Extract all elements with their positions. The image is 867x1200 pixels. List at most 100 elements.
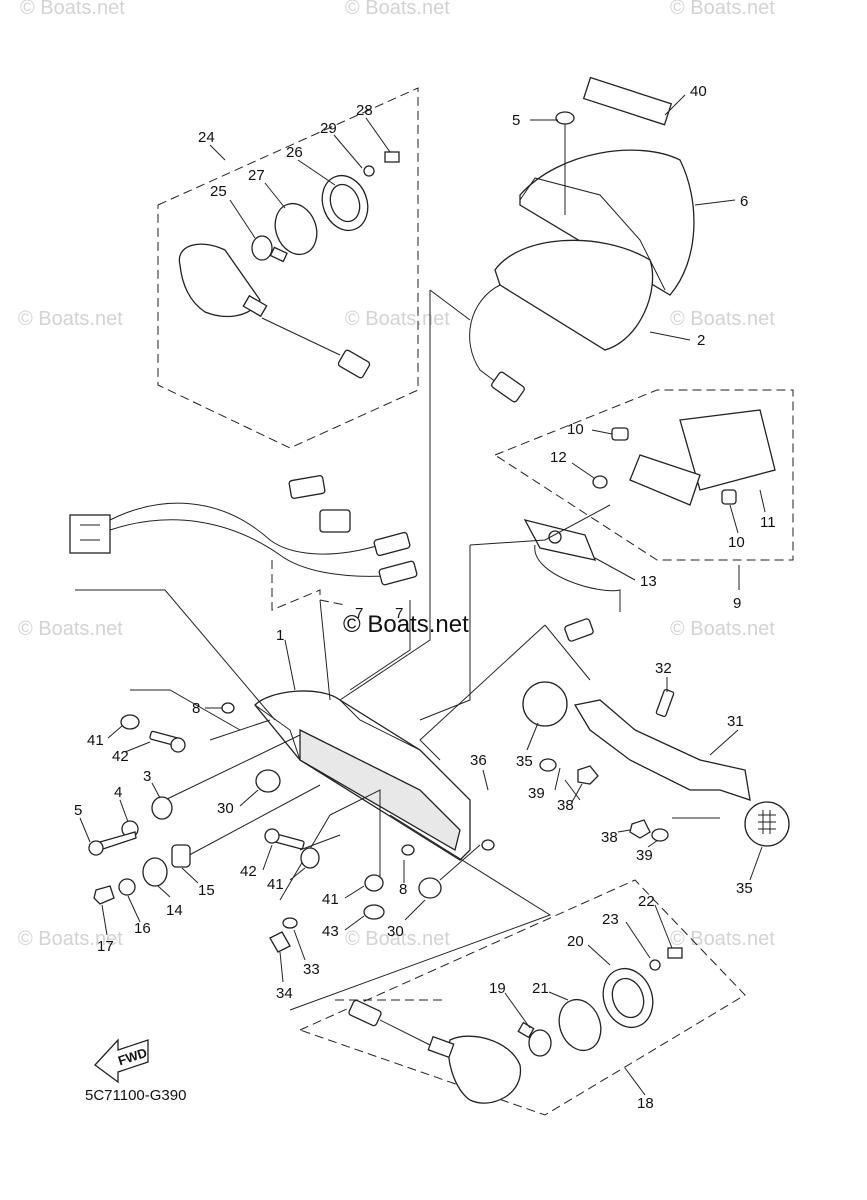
nut bbox=[269, 931, 291, 953]
washer bbox=[651, 828, 669, 842]
turn-signal-connector bbox=[348, 999, 382, 1027]
seal-strip bbox=[582, 76, 673, 126]
callout-label: 21 bbox=[532, 980, 549, 997]
nut bbox=[93, 885, 115, 905]
grommet bbox=[120, 714, 140, 730]
callout-label: 40 bbox=[690, 83, 707, 100]
callout-label: 39 bbox=[636, 847, 653, 864]
callout-label: 24 bbox=[198, 129, 215, 146]
callout-label: 19 bbox=[489, 980, 506, 997]
turn-signal-rear-right-group bbox=[299, 879, 746, 1116]
tail-light-connector bbox=[491, 371, 525, 403]
watermark: © Boats.net bbox=[670, 928, 775, 950]
watermark: © Boats.net bbox=[18, 308, 123, 330]
callout-label: 10 bbox=[728, 534, 745, 551]
screw bbox=[384, 151, 400, 163]
grommet bbox=[151, 796, 173, 820]
bulb bbox=[528, 1029, 552, 1057]
callout-label: 43 bbox=[322, 923, 339, 940]
callout-label: 13 bbox=[640, 573, 657, 590]
callout-label: 42 bbox=[112, 748, 129, 765]
watermark: © Boats.net bbox=[18, 928, 123, 950]
damper bbox=[142, 857, 168, 887]
callout-label: 4 bbox=[114, 784, 122, 801]
washer bbox=[118, 878, 136, 896]
diagram-code: 5C71100-G390 bbox=[85, 1087, 186, 1104]
callout-label: 30 bbox=[217, 800, 234, 817]
grommet bbox=[592, 475, 608, 489]
callout-label: 41 bbox=[267, 876, 284, 893]
center-watermark: © Boats.net bbox=[343, 611, 469, 638]
washer bbox=[649, 959, 661, 971]
reflector-bracket-group bbox=[522, 681, 790, 847]
grommet bbox=[255, 769, 281, 793]
rivet bbox=[401, 844, 415, 856]
grommet bbox=[418, 877, 442, 899]
callout-label: 5 bbox=[512, 112, 520, 129]
nut bbox=[629, 819, 651, 839]
screw bbox=[555, 111, 575, 125]
watermark: © Boats.net bbox=[670, 0, 775, 19]
bulb bbox=[611, 427, 629, 441]
watermark-layer: © Boats.net © Boats.net © Boats.net © Bo… bbox=[18, 0, 775, 950]
grommet bbox=[364, 874, 384, 892]
callout-label: 28 bbox=[356, 102, 373, 119]
callout-label: 9 bbox=[733, 595, 741, 612]
callout-label: 33 bbox=[303, 961, 320, 978]
license-light-bracket bbox=[629, 454, 701, 506]
callout-label: 38 bbox=[601, 829, 618, 846]
washer bbox=[282, 917, 298, 929]
reflector bbox=[744, 801, 790, 847]
tail-light-cover bbox=[519, 149, 695, 296]
grommet bbox=[300, 847, 320, 869]
callout-label: 6 bbox=[740, 193, 748, 210]
callout-label: 8 bbox=[192, 700, 200, 717]
harness-connector bbox=[288, 475, 326, 499]
callout-label: 41 bbox=[322, 891, 339, 908]
callout-label: 27 bbox=[248, 167, 265, 184]
callout-label: 18 bbox=[637, 1095, 654, 1112]
watermark: © Boats.net bbox=[670, 308, 775, 330]
rivet bbox=[221, 702, 235, 714]
callout-label: 25 bbox=[210, 183, 227, 200]
rear-fender-group bbox=[75, 289, 611, 1011]
callout-label: 8 bbox=[399, 881, 407, 898]
harness-connector bbox=[373, 531, 411, 557]
callout-label: 11 bbox=[760, 514, 776, 531]
wire-harness-group bbox=[69, 475, 418, 611]
tail-light-group bbox=[469, 76, 695, 403]
screw bbox=[667, 947, 683, 959]
turn-signal-lens bbox=[178, 243, 261, 318]
washer bbox=[539, 758, 557, 772]
callout-label: 5 bbox=[74, 802, 82, 819]
callout-labels: 40 5 6 2 28 29 24 26 27 25 10 12 11 10 9… bbox=[74, 83, 776, 1112]
callout-label: 7 bbox=[395, 605, 403, 622]
callout-label: 31 bbox=[727, 713, 744, 730]
grommet bbox=[363, 904, 385, 920]
callout-label: 39 bbox=[528, 785, 545, 802]
watermark: © Boats.net bbox=[345, 928, 450, 950]
turn-signal-lens bbox=[448, 1035, 522, 1104]
bulb bbox=[251, 235, 273, 261]
callout-label: 1 bbox=[276, 627, 284, 644]
license-light-group bbox=[494, 389, 794, 642]
forward-direction-arrow: FWD bbox=[94, 1038, 149, 1084]
callout-label: 17 bbox=[97, 938, 114, 955]
harness-connector bbox=[69, 514, 111, 554]
callout-label: 36 bbox=[470, 752, 487, 769]
callout-label: 16 bbox=[134, 920, 151, 937]
callout-label: 42 bbox=[240, 863, 257, 880]
callout-label: 26 bbox=[286, 144, 303, 161]
tail-light-lens bbox=[494, 239, 654, 351]
callout-label: 15 bbox=[198, 882, 215, 899]
callout-label: 7 bbox=[355, 605, 363, 622]
gasket-ring bbox=[558, 998, 602, 1052]
gasket-ring bbox=[274, 202, 318, 256]
watermark: © Boats.net bbox=[18, 618, 123, 640]
callout-label: 2 bbox=[697, 332, 705, 349]
callout-label: 35 bbox=[736, 880, 753, 897]
callout-label: 12 bbox=[550, 449, 567, 466]
callout-label: 10 bbox=[567, 421, 584, 438]
reflector-bracket bbox=[573, 699, 751, 801]
